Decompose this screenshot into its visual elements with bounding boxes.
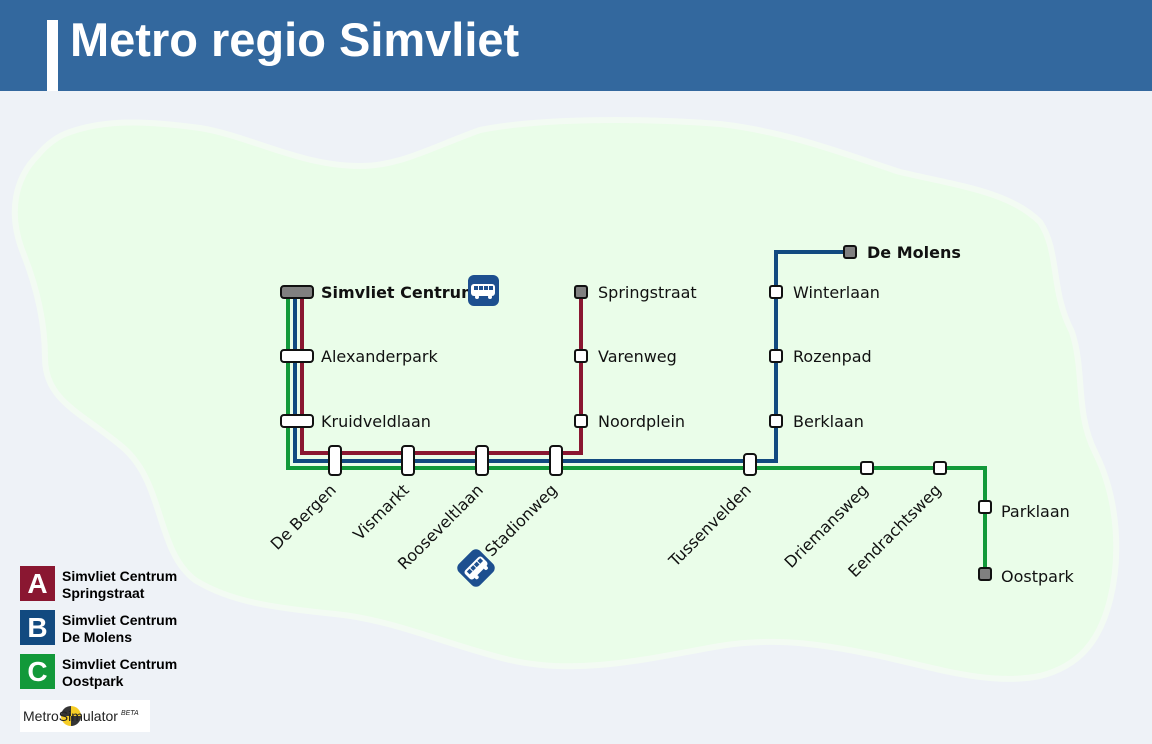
legend-line-c-origin: Simvliet Centrum	[62, 656, 178, 672]
line-a-route	[300, 292, 583, 455]
station-marker-kruidveldlaan[interactable]	[280, 414, 314, 428]
station-label-kruidveldlaan: Kruidveldlaan	[321, 412, 431, 431]
station-marker-springstraat[interactable]	[574, 285, 588, 299]
station-marker-varenweg[interactable]	[574, 349, 588, 363]
bus-icon[interactable]	[455, 547, 497, 589]
legend-line-a-origin: Simvliet Centrum	[62, 568, 178, 584]
legend-line-b-destination: De Molens	[62, 629, 133, 645]
station-marker-winterlaan[interactable]	[769, 285, 783, 299]
logo-text-pre: Metro	[23, 708, 59, 724]
station-marker-vismarkt[interactable]	[401, 445, 415, 476]
station-label-de-molens: De Molens	[867, 243, 961, 262]
station-label-alexanderpark: Alexanderpark	[321, 347, 438, 366]
station-marker-simvliet-centrum[interactable]	[280, 285, 314, 299]
legend-line-c-text: Simvliet Centrum Oostpark	[62, 656, 177, 690]
station-marker-tussenvelden[interactable]	[743, 453, 757, 476]
station-label-varenweg: Varenweg	[598, 347, 677, 366]
station-label-oostpark: Oostpark	[1001, 567, 1075, 586]
legend-line-a-destination: Springstraat	[62, 585, 145, 601]
logo-text-post: imulator	[68, 708, 118, 724]
station-marker-stadionweg[interactable]	[549, 445, 563, 476]
header-accent-bar	[47, 20, 58, 91]
bus-icon[interactable]	[468, 275, 499, 306]
line-c-route	[286, 292, 987, 574]
line-b-route	[293, 250, 850, 463]
metro-map[interactable]: Simvliet Centrum Alexanderpark Kruidveld…	[0, 91, 1152, 744]
line-a-badge: A	[20, 566, 55, 601]
line-c-badge: C	[20, 654, 55, 689]
station-label-parklaan: Parklaan	[1001, 502, 1070, 521]
page-title: Metro regio Simvliet	[70, 13, 520, 66]
station-label-winterlaan: Winterlaan	[793, 283, 880, 302]
station-marker-rozenpad[interactable]	[769, 349, 783, 363]
station-label-simvliet-centrum: Simvliet Centrum	[321, 283, 478, 302]
station-marker-rooseveltlaan[interactable]	[475, 445, 489, 476]
station-marker-oostpark[interactable]	[978, 567, 992, 581]
station-marker-eendrachtsweg[interactable]	[933, 461, 947, 475]
logo-dot-icon	[61, 706, 81, 726]
legend-line-b-text: Simvliet Centrum De Molens	[62, 612, 177, 646]
station-label-berklaan: Berklaan	[793, 412, 864, 431]
station-marker-parklaan[interactable]	[978, 500, 992, 514]
legend-line-b-origin: Simvliet Centrum	[62, 612, 178, 628]
legend-line-c-destination: Oostpark	[62, 673, 124, 689]
logo-beta: BETA	[120, 710, 139, 718]
station-marker-driemansweg[interactable]	[860, 461, 874, 475]
island	[11, 117, 1120, 682]
station-label-noordplein: Noordplein	[598, 412, 685, 431]
header: Metro regio Simvliet	[0, 0, 1152, 91]
station-label-springstraat: Springstraat	[598, 283, 697, 302]
station-marker-de-bergen[interactable]	[328, 445, 342, 476]
legend-line-a-text: Simvliet Centrum Springstraat	[62, 568, 177, 602]
line-b-badge: B	[20, 610, 55, 645]
station-marker-de-molens[interactable]	[843, 245, 857, 259]
station-marker-noordplein[interactable]	[574, 414, 588, 428]
station-label-rozenpad: Rozenpad	[793, 347, 872, 366]
station-marker-alexanderpark[interactable]	[280, 349, 314, 363]
station-marker-berklaan[interactable]	[769, 414, 783, 428]
logo-text-mid: S	[58, 708, 69, 724]
